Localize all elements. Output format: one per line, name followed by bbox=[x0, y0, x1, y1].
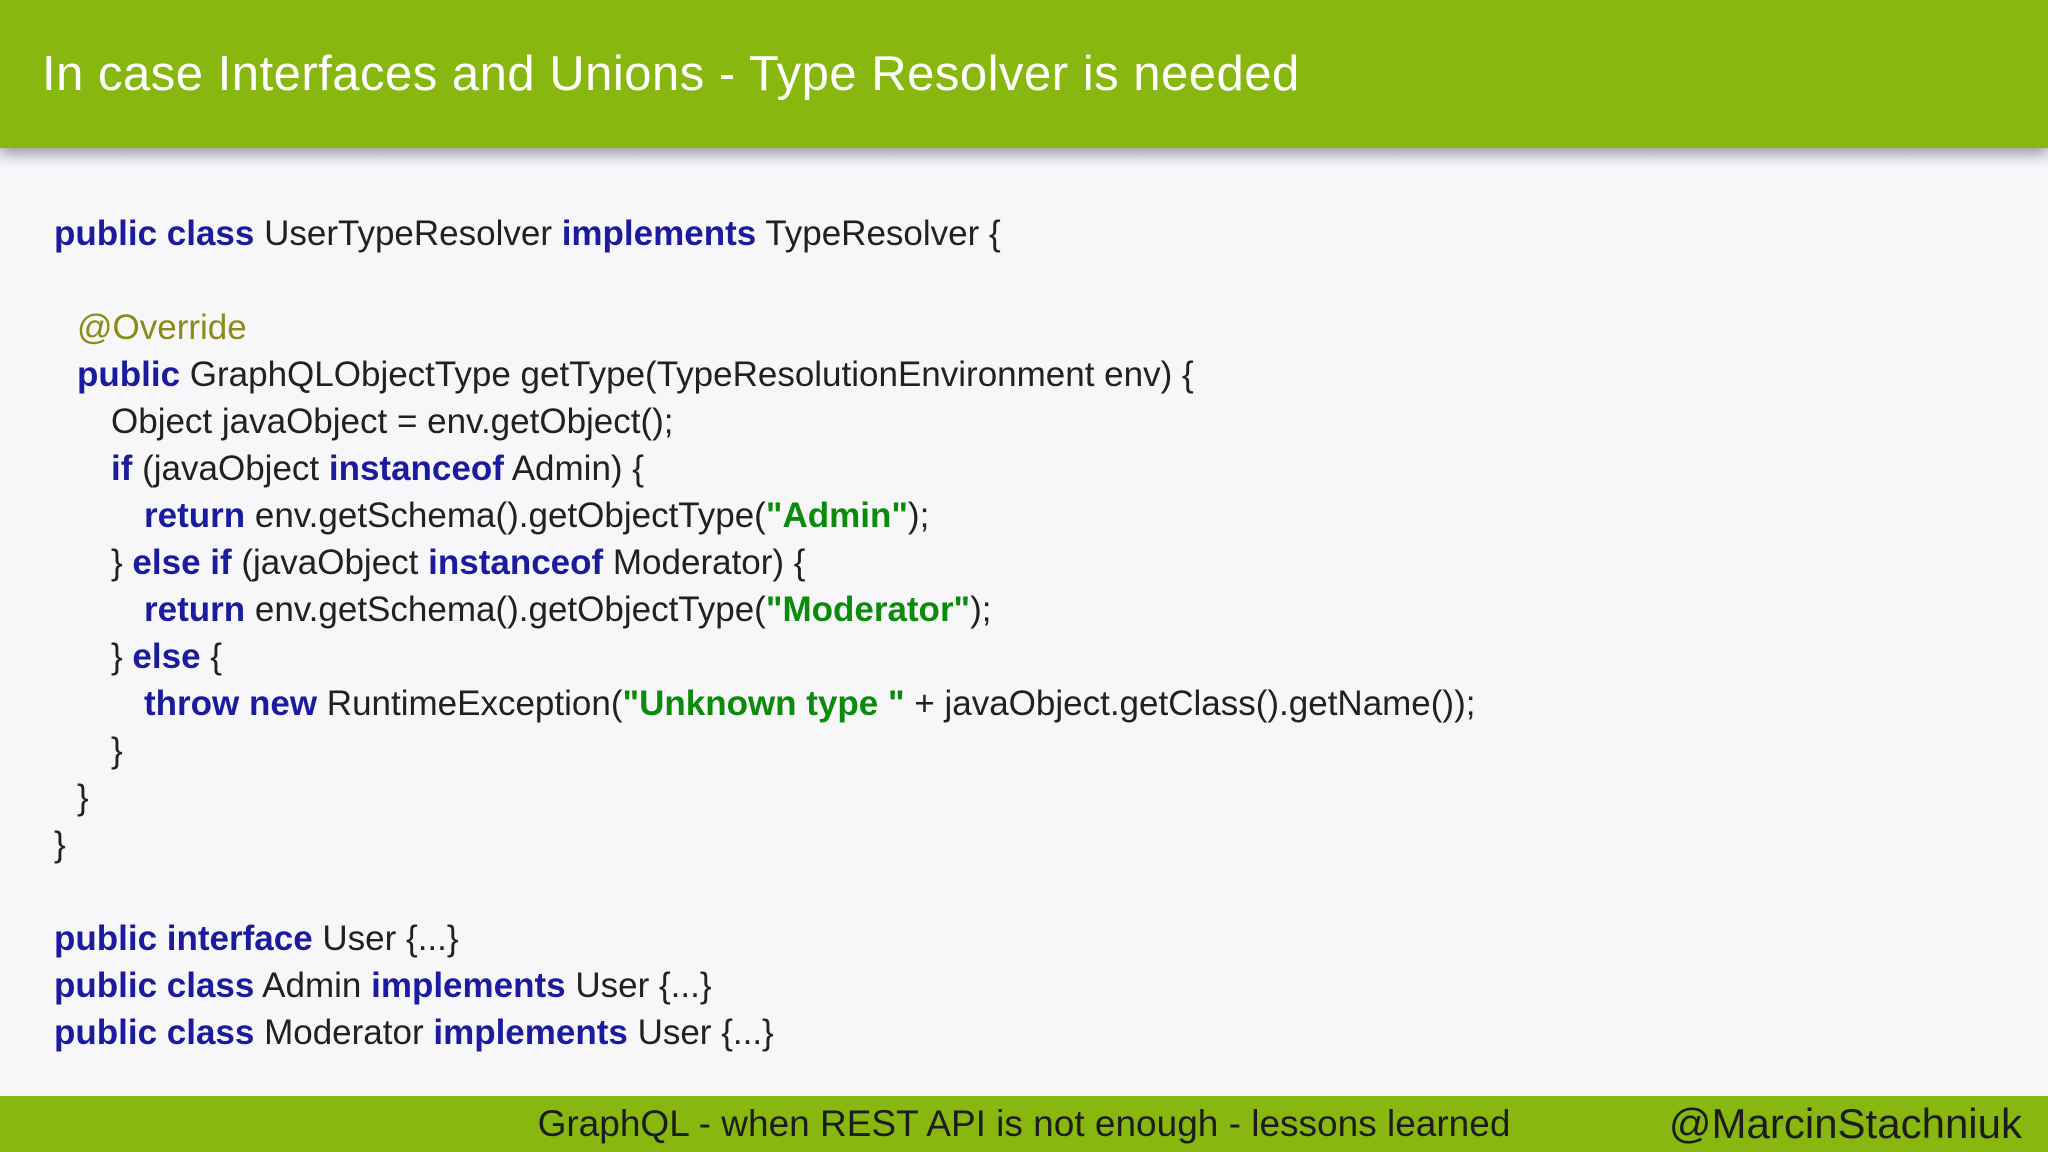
code-token-an: @Override bbox=[77, 308, 247, 347]
code-line: public class Admin implements User {...} bbox=[54, 962, 2048, 1009]
code-line bbox=[54, 868, 2048, 915]
code-token-kw: return bbox=[144, 590, 246, 629]
code-token-st: "Moderator" bbox=[765, 590, 971, 629]
code-token-pl: User {...} bbox=[565, 966, 712, 1005]
code-line: public interface User {...} bbox=[54, 915, 2048, 962]
code-token-pl: } bbox=[77, 778, 89, 817]
code-line: } else if (javaObject instanceof Moderat… bbox=[54, 539, 2048, 586]
code-token-st: "Admin" bbox=[765, 496, 908, 535]
code-token-pl: (javaObject bbox=[132, 449, 329, 488]
code-token-pl: Admin) { bbox=[503, 449, 644, 488]
code-token-pl: User {...} bbox=[627, 1013, 774, 1052]
code-token-kw: implements bbox=[371, 966, 566, 1005]
code-line: } bbox=[54, 727, 2048, 774]
code-token-pl: ); bbox=[907, 496, 930, 535]
footer-twitter-handle: @MarcinStachniuk bbox=[1668, 1100, 2022, 1147]
code-block: public class UserTypeResolver implements… bbox=[54, 210, 2048, 1056]
code-token-pl: env.getSchema().getObjectType( bbox=[245, 590, 766, 629]
code-token-pl: } bbox=[111, 637, 133, 676]
code-token-pl: (javaObject bbox=[231, 543, 429, 582]
code-token-pl: Moderator) { bbox=[603, 543, 806, 582]
code-token-pl: } bbox=[111, 543, 133, 582]
code-token-pl: UserTypeResolver bbox=[254, 214, 562, 253]
code-line: } else { bbox=[54, 633, 2048, 680]
code-line: return env.getSchema().getObjectType("Mo… bbox=[54, 586, 2048, 633]
code-line: if (javaObject instanceof Admin) { bbox=[54, 445, 2048, 492]
footer-talk-title: GraphQL - when REST API is not enough - … bbox=[537, 1103, 1511, 1144]
code-token-kw: implements bbox=[561, 214, 757, 253]
code-line: return env.getSchema().getObjectType("Ad… bbox=[54, 492, 2048, 539]
code-token-kw: public class bbox=[54, 214, 255, 253]
code-line: public class Moderator implements User {… bbox=[54, 1009, 2048, 1056]
code-token-pl: RuntimeException( bbox=[317, 684, 623, 723]
code-token-kw: throw new bbox=[144, 684, 318, 723]
code-token-pl: + javaObject.getClass().getName()); bbox=[904, 684, 1476, 723]
code-line bbox=[54, 257, 2048, 304]
code-token-kw: if bbox=[111, 449, 133, 488]
code-token-pl: User {...} bbox=[312, 919, 459, 958]
code-token-pl: ); bbox=[970, 590, 992, 629]
code-token-pl: { bbox=[200, 637, 222, 676]
code-token-pl: TypeResolver { bbox=[756, 214, 1001, 253]
code-line: public GraphQLObjectType getType(TypeRes… bbox=[54, 351, 2048, 398]
code-token-pl: Object javaObject = env.getObject(); bbox=[111, 402, 674, 441]
code-token-kw: implements bbox=[433, 1013, 628, 1052]
code-token-pl: Admin bbox=[254, 966, 372, 1005]
code-token-kw: else bbox=[132, 637, 201, 676]
code-token-kw: public interface bbox=[54, 919, 313, 958]
code-token-kw: public class bbox=[54, 1013, 255, 1052]
code-token-pl: Moderator bbox=[254, 1013, 434, 1052]
code-line: throw new RuntimeException("Unknown type… bbox=[54, 680, 2048, 727]
code-token-kw: public class bbox=[54, 966, 255, 1005]
code-token-kw: instanceof bbox=[428, 543, 604, 582]
code-token-kw: return bbox=[144, 496, 246, 535]
code-line: Object javaObject = env.getObject(); bbox=[54, 398, 2048, 445]
slide-footer: GraphQL - when REST API is not enough - … bbox=[0, 1096, 2048, 1152]
code-line: } bbox=[54, 821, 2048, 868]
code-token-kw: else if bbox=[132, 543, 232, 582]
slide-title: In case Interfaces and Unions - Type Res… bbox=[42, 47, 1300, 101]
code-line: } bbox=[54, 774, 2048, 821]
code-token-pl: } bbox=[111, 731, 123, 770]
code-token-kw: instanceof bbox=[328, 449, 504, 488]
code-token-st: "Unknown type " bbox=[622, 684, 905, 723]
slide-header: In case Interfaces and Unions - Type Res… bbox=[0, 0, 2048, 148]
code-line: public class UserTypeResolver implements… bbox=[54, 210, 2048, 257]
code-token-pl: env.getSchema().getObjectType( bbox=[245, 496, 766, 535]
code-token-pl: } bbox=[54, 825, 66, 864]
code-line: @Override bbox=[54, 304, 2048, 351]
code-token-kw: public bbox=[77, 355, 181, 394]
code-area: public class UserTypeResolver implements… bbox=[0, 148, 2048, 1096]
code-token-pl: GraphQLObjectType getType(TypeResolution… bbox=[180, 355, 1194, 394]
